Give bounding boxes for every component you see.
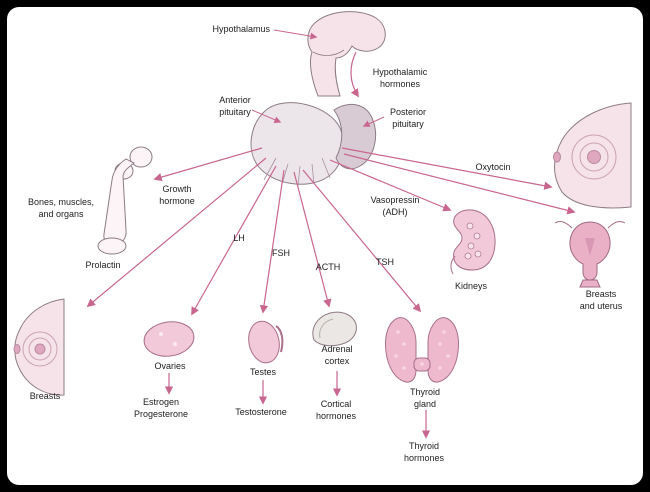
label-hypothalamic-hormones: Hypothalamic hormones — [372, 67, 428, 89]
hypothalamic-hormones-arrow — [350, 51, 359, 98]
hypothalamus-shape — [307, 11, 386, 97]
label-adrenal-cortex: Adrenal cortex — [321, 344, 353, 366]
label-oxytocin: Oxytocin — [475, 162, 511, 172]
femur-icon — [97, 146, 153, 255]
hypothalamus-fold — [312, 49, 345, 56]
label-testes: Testes — [249, 367, 276, 377]
label-fsh: FSH — [272, 248, 290, 258]
label-thyroid-hormones: Thyroid hormones — [403, 441, 445, 463]
label-breasts-and-uterus: Breasts and uterus — [579, 289, 623, 311]
label-breasts: Breasts — [29, 391, 61, 401]
label-hypothalamus: Hypothalamus — [212, 24, 270, 34]
lh-arrow — [191, 165, 277, 316]
label-pointers — [251, 29, 385, 127]
label-thyroid-gland: Thyroid gland — [409, 387, 440, 409]
thyroid-icon — [385, 317, 459, 383]
label-prolactin: Prolactin — [85, 260, 121, 270]
hypothalamus-pointer — [273, 29, 318, 40]
testis-icon — [248, 320, 284, 364]
tsh-arrow — [302, 169, 422, 313]
label-vasopressin-adh: Vasopressin (ADH) — [370, 195, 420, 217]
prolactin-arrow — [86, 157, 267, 308]
anterior-pointer — [251, 109, 282, 124]
label-cortical-hormones: Cortical hormones — [315, 399, 357, 421]
label-estrogen-progesterone: Estrogen Progesterone — [133, 397, 189, 419]
ovary-icon — [143, 321, 195, 357]
kidney-icon — [450, 209, 496, 275]
breast-icon-left — [13, 298, 65, 396]
posterior-pointer — [362, 116, 385, 127]
label-testosterone: Testosterone — [235, 407, 287, 417]
adrenal-icon — [312, 311, 357, 347]
label-posterior-pituitary: Posterior pituitary — [389, 107, 426, 129]
vasopressin-arrow — [329, 159, 452, 212]
label-ovaries: Ovaries — [154, 361, 186, 371]
label-growth-hormone: Growth hormone — [159, 184, 195, 206]
label-anterior-pituitary: Anterior pituitary — [219, 95, 251, 117]
breast-icon-right — [553, 102, 632, 209]
anterior-pituitary-shape — [250, 102, 344, 185]
fsh-arrow — [259, 169, 285, 314]
growth-hormone-arrow — [153, 147, 263, 182]
oxytocin-uterus-arrow — [343, 153, 576, 215]
label-lh: LH — [233, 233, 245, 243]
label-bones-muscles-organs: Bones, muscles, and organs — [27, 197, 95, 219]
label-tsh: TSH — [376, 257, 394, 267]
label-kidneys: Kidneys — [454, 281, 488, 291]
oxytocin-breast-arrow — [341, 147, 553, 190]
label-acth: ACTH — [315, 262, 341, 272]
hormone-arrows — [86, 51, 576, 439]
acth-arrow — [293, 171, 332, 308]
uterus-icon — [554, 221, 626, 288]
